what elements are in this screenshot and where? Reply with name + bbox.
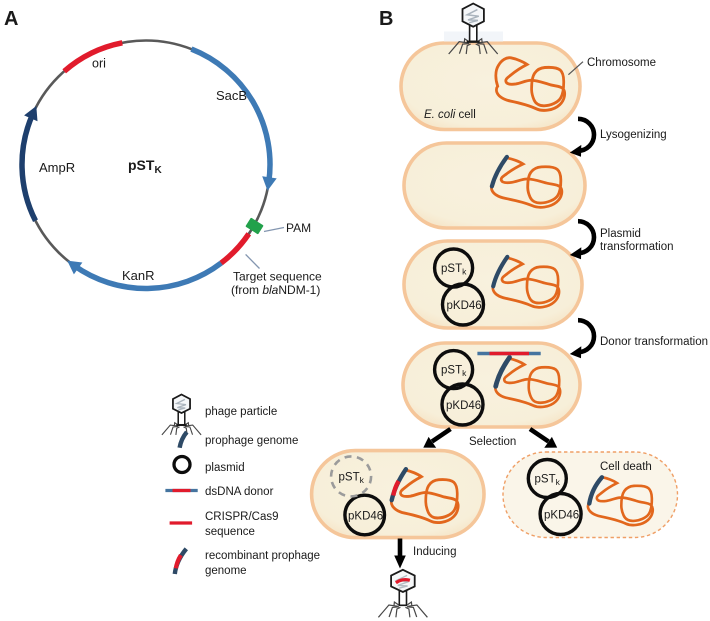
svg-text:pKD46: pKD46: [446, 400, 481, 412]
svg-text:phage particle: phage particle: [205, 406, 277, 418]
svg-text:Cell death: Cell death: [600, 461, 652, 473]
svg-text:transformation: transformation: [600, 241, 674, 253]
svg-text:(from blaNDM-1): (from blaNDM-1): [231, 283, 320, 297]
svg-text:E. coli cell: E. coli cell: [424, 109, 476, 121]
svg-text:pSTk: pSTk: [441, 263, 467, 277]
svg-text:plasmid: plasmid: [205, 462, 245, 474]
svg-text:A: A: [4, 8, 18, 30]
svg-text:ori: ori: [92, 57, 106, 71]
svg-text:pSTk: pSTk: [535, 474, 561, 488]
svg-text:Target sequence: Target sequence: [233, 270, 322, 284]
svg-text:CRISPR/Cas9: CRISPR/Cas9: [205, 511, 279, 523]
svg-text:SacB: SacB: [216, 88, 247, 103]
svg-text:AmpR: AmpR: [39, 160, 75, 175]
svg-text:pSTK: pSTK: [128, 157, 162, 176]
svg-text:Donor transformation: Donor transformation: [600, 336, 708, 348]
svg-text:Plasmid: Plasmid: [600, 228, 641, 240]
svg-text:Lysogenizing: Lysogenizing: [600, 129, 667, 141]
svg-text:PAM: PAM: [286, 221, 311, 235]
svg-text:B: B: [379, 8, 393, 30]
svg-text:dsDNA donor: dsDNA donor: [205, 486, 274, 498]
svg-text:sequence: sequence: [205, 526, 255, 538]
svg-text:pSTk: pSTk: [441, 365, 467, 379]
svg-text:recombinant prophage: recombinant prophage: [205, 550, 320, 562]
svg-text:pSTk: pSTk: [339, 472, 365, 486]
svg-text:Chromosome: Chromosome: [587, 57, 656, 69]
svg-text:pKD46: pKD46: [348, 511, 383, 523]
svg-text:pKD46: pKD46: [447, 300, 482, 312]
svg-text:prophage genome: prophage genome: [205, 435, 298, 447]
svg-text:Inducing: Inducing: [413, 546, 456, 558]
svg-text:pKD46: pKD46: [544, 510, 579, 522]
svg-text:Selection: Selection: [469, 436, 516, 448]
svg-text:KanR: KanR: [122, 268, 155, 283]
svg-text:genome: genome: [205, 565, 247, 577]
